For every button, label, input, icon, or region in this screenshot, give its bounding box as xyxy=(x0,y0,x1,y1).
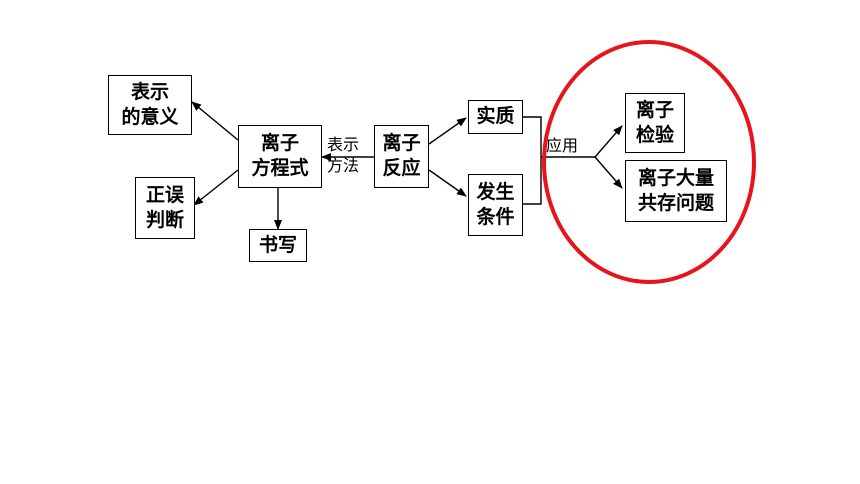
edge-label-yingyong-text: 应用 xyxy=(546,136,579,155)
node-biaoshi-yiyi-line2: 的意义 xyxy=(121,106,179,128)
node-shuxie: 书写 xyxy=(249,229,307,262)
edge-label-yingyong: 应用 xyxy=(546,135,578,156)
arrow-to-lizi-jianyan xyxy=(594,125,623,158)
node-fasheng-tiaojian-line2: 条件 xyxy=(476,206,515,228)
node-lizi-gongcun-line1: 离子大量 xyxy=(637,167,714,189)
node-lizi-fanying: 离子 反应 xyxy=(374,125,429,188)
node-shizhi-line1: 实质 xyxy=(476,105,515,127)
node-lizi-jianyan-line2: 检验 xyxy=(635,124,674,146)
edge-label-biaoshi-fangfa-line1: 表示 xyxy=(327,135,360,154)
arrow-to-zhengwu-panduan xyxy=(193,169,239,206)
node-biaoshi-yiyi-line1: 表示 xyxy=(130,81,169,103)
edge-label-biaoshi-fangfa: 表示 方法 xyxy=(327,134,359,176)
node-zhengwu-panduan-line1: 正误 xyxy=(145,184,184,206)
node-lizi-fangchengshi: 离子 方程式 xyxy=(238,125,322,188)
node-shizhi: 实质 xyxy=(468,100,523,134)
node-zhengwu-panduan: 正误 判断 xyxy=(135,177,195,239)
node-lizi-jianyan: 离子 检验 xyxy=(625,93,685,153)
node-lizi-gongcun-line2: 共存问题 xyxy=(637,192,714,214)
application-bracket xyxy=(523,116,542,205)
arrow-to-lizi-gongcun xyxy=(594,156,623,189)
arrow-to-fasheng-tiaojian xyxy=(428,169,467,197)
node-shuxie-line1: 书写 xyxy=(258,234,297,256)
node-fasheng-tiaojian-line1: 发生 xyxy=(476,181,515,203)
node-lizi-fangchengshi-line2: 方程式 xyxy=(251,157,309,179)
node-fasheng-tiaojian: 发生 条件 xyxy=(468,174,523,236)
node-lizi-fanying-line1: 离子 xyxy=(382,132,421,154)
node-lizi-fanying-line2: 反应 xyxy=(382,157,421,179)
node-lizi-jianyan-line1: 离子 xyxy=(635,99,674,121)
edge-label-biaoshi-fangfa-line2: 方法 xyxy=(327,156,360,175)
node-biaoshi-yiyi: 表示 的意义 xyxy=(108,75,192,135)
arrow-to-shizhi xyxy=(428,117,467,145)
arrow-to-biaoshi-yiyi xyxy=(191,101,239,141)
node-zhengwu-panduan-line2: 判断 xyxy=(145,209,184,231)
highlight-ellipse xyxy=(542,40,756,284)
node-lizi-fangchengshi-line1: 离子 xyxy=(260,132,299,154)
node-lizi-gongcun: 离子大量 共存问题 xyxy=(625,160,727,222)
